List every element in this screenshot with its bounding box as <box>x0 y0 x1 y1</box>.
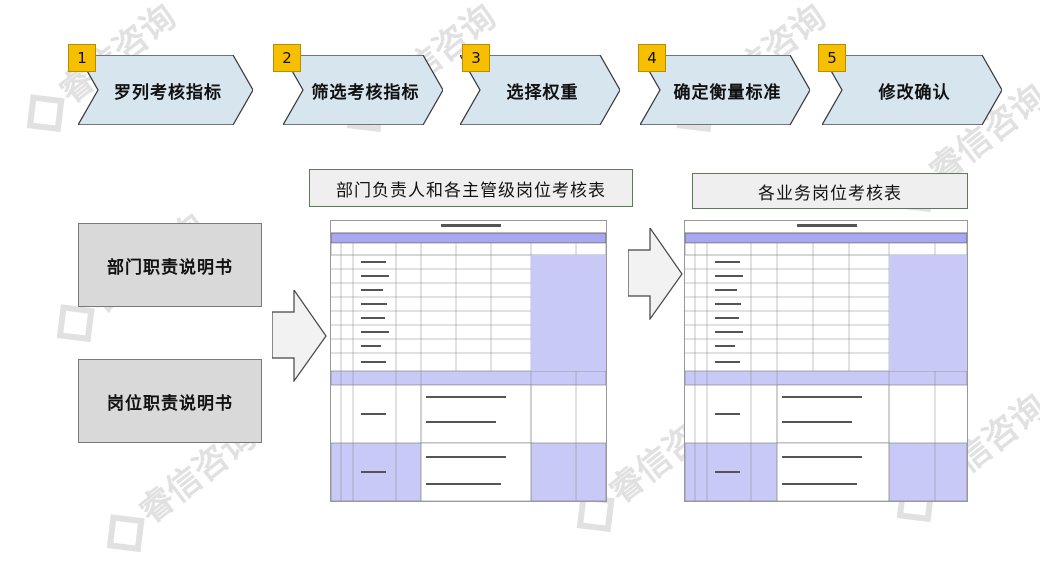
step-2: 筛选考核指标 <box>283 55 443 125</box>
chevron-shape <box>78 55 253 125</box>
chevron-shape <box>822 55 1002 125</box>
right-assessment-sheet <box>684 220 968 502</box>
step-5: 修改确认 <box>822 55 1002 125</box>
step-label: 确定衡量标准 <box>673 82 782 103</box>
arrow-right-icon <box>272 290 327 382</box>
step-1: 罗列考核指标 <box>78 55 253 125</box>
sheet-thumbnail <box>331 224 606 501</box>
sheet-thumbnail <box>685 224 967 501</box>
position-duty-doc: 岗位职责说明书 <box>78 359 262 443</box>
step-4: 确定衡量标准 <box>640 55 810 125</box>
left-table-title: 部门负责人和各主管级岗位考核表 <box>309 169 633 207</box>
step-label: 选择权重 <box>506 82 579 103</box>
step-3: 选择权重 <box>460 55 620 125</box>
arrow-right-icon <box>628 228 683 320</box>
step-label: 筛选考核指标 <box>311 82 420 103</box>
right-table-title: 各业务岗位考核表 <box>692 173 968 209</box>
chevron-shape <box>640 55 810 125</box>
dept-duty-doc: 部门职责说明书 <box>78 223 262 307</box>
chevron-shape <box>283 55 443 125</box>
step-number-badge: 4 <box>638 44 666 72</box>
step-number-badge: 2 <box>273 44 301 72</box>
step-number-badge: 5 <box>818 44 846 72</box>
step-label: 罗列考核指标 <box>114 82 222 103</box>
step-label: 修改确认 <box>878 82 951 103</box>
step-number-badge: 1 <box>68 44 96 72</box>
chevron-shape <box>460 55 620 125</box>
step-number-badge: 3 <box>462 44 490 72</box>
left-assessment-sheet <box>330 220 607 502</box>
